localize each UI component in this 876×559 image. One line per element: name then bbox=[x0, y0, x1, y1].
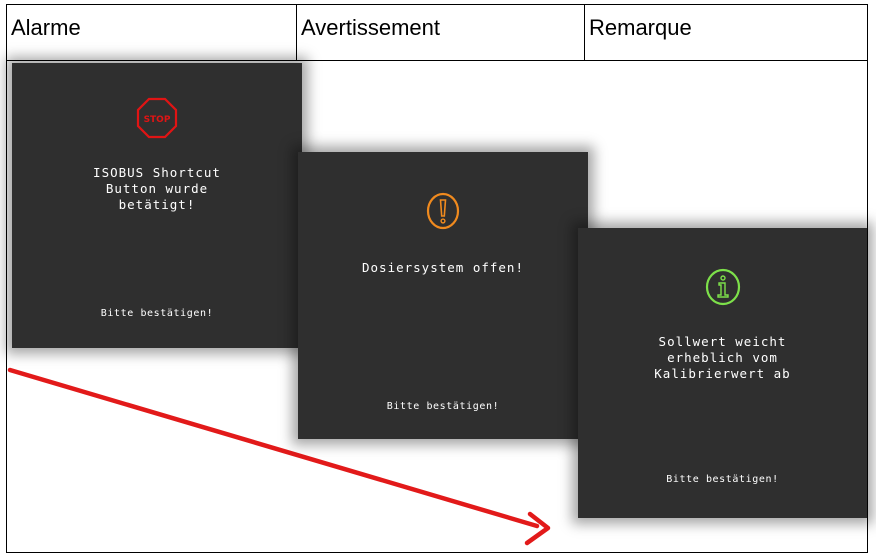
warning-confirm-text: Bitte bestätigen! bbox=[386, 401, 500, 412]
header-alarme: Alarme bbox=[7, 5, 297, 60]
info-circle-icon bbox=[705, 268, 740, 306]
warning-message: Dosiersystem offen! bbox=[362, 260, 524, 275]
arrow-shaft bbox=[7, 367, 540, 529]
stop-sign-icon: STOP bbox=[136, 97, 178, 139]
note-screen: Sollwert weicht erheblich vom Kalibrierw… bbox=[578, 228, 867, 518]
exclamation-circle-icon bbox=[426, 192, 460, 230]
warning-screen: Dosiersystem offen! Bitte bestätigen! bbox=[298, 152, 588, 439]
note-message: Sollwert weicht erheblich vom Kalibrierw… bbox=[654, 334, 791, 381]
alarm-screen: STOP ISOBUS Shortcut Button wurde betäti… bbox=[12, 63, 302, 348]
header-remarque: Remarque bbox=[589, 15, 692, 40]
header-avertissement: Avertissement bbox=[297, 5, 585, 60]
arrow-head bbox=[524, 511, 551, 546]
alarm-confirm-text: Bitte bestätigen! bbox=[100, 308, 214, 319]
alarm-message: ISOBUS Shortcut Button wurde betätigt! bbox=[93, 165, 221, 212]
message-type-table: Alarme Avertissement Remarque bbox=[6, 4, 868, 553]
stop-label: STOP bbox=[144, 115, 171, 125]
table-header-row: Alarme Avertissement Remarque bbox=[7, 5, 867, 61]
note-confirm-text: Bitte bestätigen! bbox=[666, 474, 779, 485]
